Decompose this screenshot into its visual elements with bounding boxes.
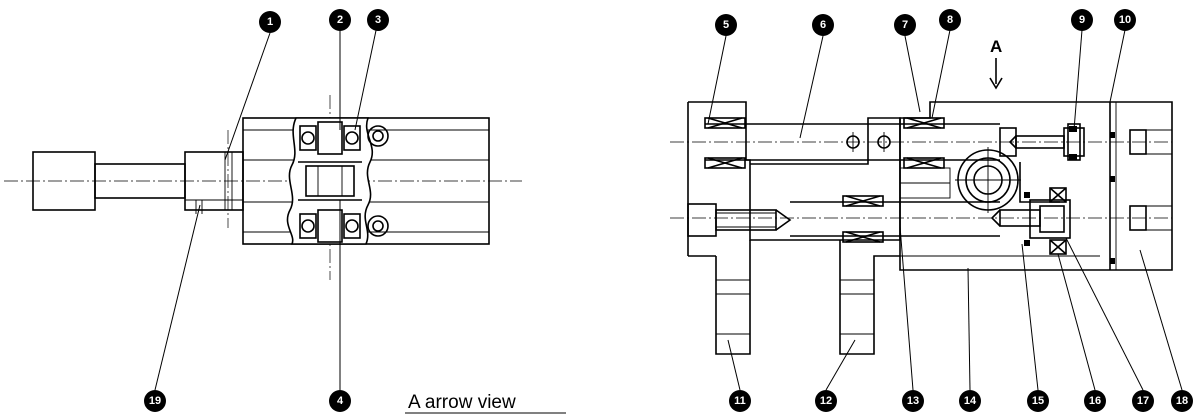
balloon-12: 12 bbox=[815, 390, 837, 412]
balloon-2: 2 bbox=[329, 9, 351, 31]
arrow-view-caption: A arrow view bbox=[408, 392, 516, 413]
svg-text:3: 3 bbox=[375, 14, 381, 26]
balloon-7: 7 bbox=[894, 14, 916, 36]
svg-text:13: 13 bbox=[907, 395, 919, 407]
balloon-16: 16 bbox=[1084, 390, 1106, 412]
svg-text:9: 9 bbox=[1079, 14, 1085, 26]
balloon-13: 13 bbox=[902, 390, 924, 412]
arrow-view-drawing bbox=[4, 95, 522, 280]
svg-text:10: 10 bbox=[1119, 14, 1131, 26]
section-view-drawing bbox=[670, 101, 1173, 355]
balloon-17: 17 bbox=[1132, 390, 1154, 412]
balloon-1: 1 bbox=[259, 11, 281, 33]
svg-text:14: 14 bbox=[964, 395, 977, 407]
balloon-8: 8 bbox=[939, 9, 961, 31]
balloon-18: 18 bbox=[1171, 390, 1193, 412]
svg-text:18: 18 bbox=[1176, 395, 1188, 407]
balloon-5: 5 bbox=[715, 14, 737, 36]
svg-text:7: 7 bbox=[902, 19, 908, 31]
svg-text:2: 2 bbox=[337, 14, 343, 26]
svg-text:4: 4 bbox=[337, 395, 344, 407]
arrow-a-label: A bbox=[990, 37, 1002, 56]
svg-text:17: 17 bbox=[1137, 395, 1149, 407]
svg-text:15: 15 bbox=[1032, 395, 1044, 407]
svg-text:16: 16 bbox=[1089, 395, 1101, 407]
svg-text:8: 8 bbox=[947, 14, 953, 26]
svg-text:1: 1 bbox=[267, 16, 273, 28]
balloon-11: 11 bbox=[729, 390, 751, 412]
svg-text:5: 5 bbox=[723, 19, 729, 31]
balloon-14: 14 bbox=[959, 390, 981, 412]
svg-text:12: 12 bbox=[820, 395, 832, 407]
svg-text:19: 19 bbox=[149, 395, 161, 407]
svg-text:6: 6 bbox=[820, 19, 826, 31]
balloon-6: 6 bbox=[812, 14, 834, 36]
balloon-10: 10 bbox=[1114, 9, 1136, 31]
leader-lines bbox=[154, 20, 1183, 391]
balloon-15: 15 bbox=[1027, 390, 1049, 412]
balloon-3: 3 bbox=[367, 9, 389, 31]
svg-text:11: 11 bbox=[734, 395, 746, 407]
balloon-4: 4 bbox=[329, 390, 351, 412]
arrow-a-icon bbox=[989, 58, 1003, 90]
balloon-9: 9 bbox=[1071, 9, 1093, 31]
balloon-19: 19 bbox=[144, 390, 166, 412]
